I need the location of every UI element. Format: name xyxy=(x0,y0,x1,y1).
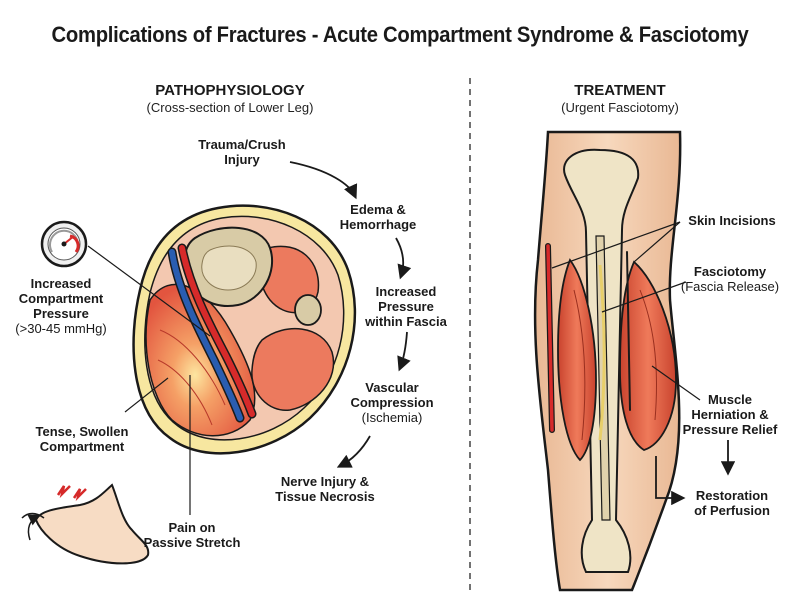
flow-step-edema: Edema &Hemorrhage xyxy=(339,202,417,232)
pathophysiology-heading: PATHOPHYSIOLOGY xyxy=(155,82,305,99)
fasciotomy-label: Fasciotomy(Fascia Release) xyxy=(680,264,780,294)
vein xyxy=(169,249,243,421)
muscle-herniation xyxy=(619,260,677,451)
pathophysiology-subheading: (Cross-section of Lower Leg) xyxy=(146,100,314,115)
skin-incision-lateral xyxy=(626,251,631,411)
muscle-left xyxy=(557,258,597,462)
skin-incision-medial xyxy=(546,244,554,432)
artery xyxy=(179,245,255,417)
leg-cross-section xyxy=(132,204,357,455)
figure-title: Complications of Fractures - Acute Compa… xyxy=(51,22,749,47)
skin-incisions-label: Skin Incisions xyxy=(688,213,776,228)
flow-step-necrosis: Nerve Injury &Tissue Necrosis xyxy=(275,474,375,504)
leg-longitudinal xyxy=(533,130,682,592)
foot-icon xyxy=(21,483,150,565)
treatment-heading: TREATMENT xyxy=(574,82,666,99)
lateral-compartment xyxy=(251,327,335,411)
fibula-bone xyxy=(294,294,322,326)
treatment-subheading: (Urgent Fasciotomy) xyxy=(561,100,679,115)
pressure-gauge-icon xyxy=(40,220,88,268)
